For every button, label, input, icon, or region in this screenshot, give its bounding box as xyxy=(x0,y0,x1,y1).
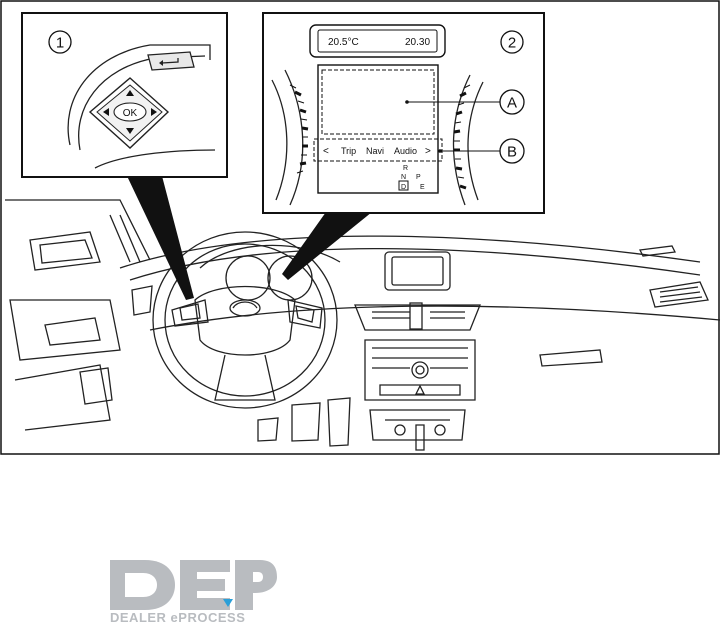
back-icon xyxy=(161,58,179,64)
gauge-ticks-left xyxy=(294,90,309,166)
callout-b-label: B xyxy=(507,144,517,161)
clock-time: 20.30 xyxy=(405,37,430,48)
back-button[interactable] xyxy=(147,51,195,71)
gear-d-box xyxy=(398,180,409,191)
panel-2-number-circle xyxy=(500,30,524,54)
gauge-arcs xyxy=(271,69,484,206)
outside-temperature: 20.5°C xyxy=(328,37,359,48)
callout-leaders xyxy=(407,101,500,152)
panel-1-steering-switch: 1 OK xyxy=(21,12,228,178)
gauge-minor-ticks-right xyxy=(454,84,471,179)
gear-r: R xyxy=(403,165,408,172)
menu-right-arrow[interactable]: > xyxy=(425,146,431,157)
panel-2-number: 2 xyxy=(508,35,516,52)
gear-n: N xyxy=(401,174,406,181)
gear-p: P xyxy=(416,174,421,181)
callout-a-label: A xyxy=(507,95,517,112)
left-arrow-icon[interactable] xyxy=(103,108,109,116)
logo-mark xyxy=(110,560,277,610)
gear-indicator: R N P D E xyxy=(398,165,425,191)
dealer-eprocess-logo xyxy=(105,555,280,630)
menu-item-audio[interactable]: Audio xyxy=(394,146,417,156)
menu-item-navi[interactable]: Navi xyxy=(366,146,384,156)
callout-a-dot xyxy=(405,100,409,104)
back-arrow-head-icon xyxy=(159,60,163,66)
display-header-inner xyxy=(317,29,438,53)
up-arrow-icon[interactable] xyxy=(126,90,134,96)
logo-subtext: DEALER ePROCESS xyxy=(110,610,246,625)
display-area-b xyxy=(313,138,443,162)
gauge-ticks-right xyxy=(453,91,467,190)
pointer-wedge-1 xyxy=(127,176,194,300)
gauge-minor-ticks-left xyxy=(289,84,308,174)
callout-b-circle xyxy=(499,138,525,164)
down-arrow-icon[interactable] xyxy=(126,128,134,134)
menu-left-arrow[interactable]: < xyxy=(323,146,329,157)
logo-accent-triangle xyxy=(223,599,233,607)
gear-e: E xyxy=(420,184,425,191)
panel-1-number: 1 xyxy=(56,35,64,52)
panel-1-number-circle xyxy=(48,30,72,54)
menu-item-trip[interactable]: Trip xyxy=(341,146,356,156)
main-display xyxy=(317,64,439,194)
panel-2-information-display: 2 20.5°C 20.30 < Trip Navi xyxy=(262,12,545,214)
gear-d: D xyxy=(401,184,406,191)
switch-housing xyxy=(67,44,216,169)
ok-label: OK xyxy=(123,108,138,119)
pointer-wedge-2 xyxy=(282,212,372,280)
right-arrow-icon[interactable] xyxy=(151,108,157,116)
ok-button[interactable]: OK xyxy=(113,102,147,122)
callout-b-dot xyxy=(438,149,442,153)
callout-a-circle xyxy=(499,89,525,115)
